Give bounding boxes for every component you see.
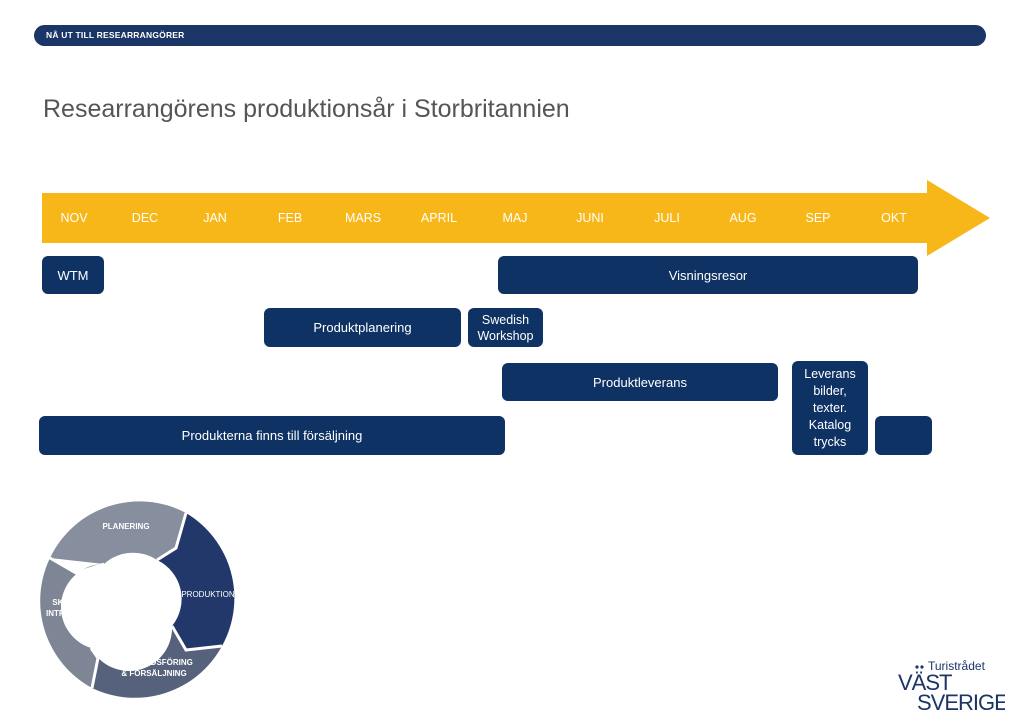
block-leverans-line3: texter.: [812, 400, 848, 415]
month-label: MARS: [344, 211, 382, 225]
block-wtm: WTM: [42, 256, 104, 294]
block-leverans-line4: Katalog: [808, 417, 852, 432]
logo-line1: VÄST: [898, 670, 952, 695]
logo-top-text: Turistrådet: [928, 659, 986, 673]
block-visningsresor-label: Visningsresor: [668, 267, 748, 283]
block-swedish-workshop-line2: Workshop: [477, 328, 534, 343]
block-wtm-label: WTM: [57, 267, 89, 283]
block-produktleverans: Produktleverans: [502, 363, 778, 401]
month-label: OKT: [881, 211, 907, 225]
block-produktplanering-label: Produktplanering: [313, 320, 412, 335]
block-swedish-workshop-line1: Swedish: [481, 312, 530, 327]
block-forsaljning-label: Produkterna finns till försäljning: [181, 428, 363, 443]
cycle-segment-skapa: [40, 558, 104, 688]
month-label: JUNI: [576, 211, 604, 225]
month-label: AUG: [729, 211, 757, 225]
month-label: NOV: [60, 211, 88, 225]
month-label: JULI: [654, 211, 680, 225]
month-label: SEP: [805, 211, 831, 225]
block-visningsresor: Visningsresor: [498, 256, 918, 294]
cycle-label-marknad-line2: & FÖRSÄLJNING: [121, 669, 186, 678]
timeline-arrow-shape: [42, 180, 990, 256]
block-leverans-line2: bilder,: [813, 383, 847, 398]
cycle-label-skapa-line2: INTRESSE: [46, 609, 87, 618]
month-label: JAN: [203, 211, 227, 225]
month-label: FEB: [277, 211, 303, 225]
block-produktplanering: Produktplanering: [264, 308, 461, 347]
block-swedish-workshop: Swedish Workshop: [468, 308, 543, 347]
cycle-center: [95, 557, 179, 641]
month-label: MAJ: [502, 211, 528, 225]
cycle-label-marknad-line1: MARKNADSFÖRING: [115, 658, 193, 667]
cycle-label-skapa-line1: SKAPA: [52, 598, 80, 607]
month-label: APRIL: [420, 211, 458, 225]
header-label: NÅ UT TILL RESEARRANGÖRER: [46, 30, 185, 40]
block-leverans: Leverans bilder, texter. Katalog trycks: [792, 361, 868, 455]
cycle-segment-planering: [50, 501, 186, 564]
block-forsaljning: Produkterna finns till försäljning: [39, 416, 505, 455]
cycle-diagram: PLANERING PRODUKTION MARKNADSFÖRING & FÖ…: [40, 501, 235, 698]
cycle-label-produktion: PRODUKTION: [181, 590, 235, 599]
logo-line2: SVERIGE: [917, 690, 1005, 715]
timeline-arrow: [42, 180, 990, 256]
cycle-segment-marknad: [91, 626, 222, 698]
cycle-label-planering: PLANERING: [102, 522, 149, 531]
block-forsaljning-tail: [875, 416, 932, 455]
block-leverans-line1: Leverans: [804, 366, 856, 381]
header-bar: NÅ UT TILL RESEARRANGÖRER: [34, 25, 986, 46]
block-produktleverans-label: Produktleverans: [593, 374, 687, 390]
block-leverans-line5: trycks: [813, 434, 847, 449]
page-title: Researrangörens produktionsår i Storbrit…: [43, 95, 570, 123]
vastsverige-logo: Turistrådet VÄST SVERIGE: [898, 659, 1005, 715]
month-label: DEC: [131, 211, 159, 225]
